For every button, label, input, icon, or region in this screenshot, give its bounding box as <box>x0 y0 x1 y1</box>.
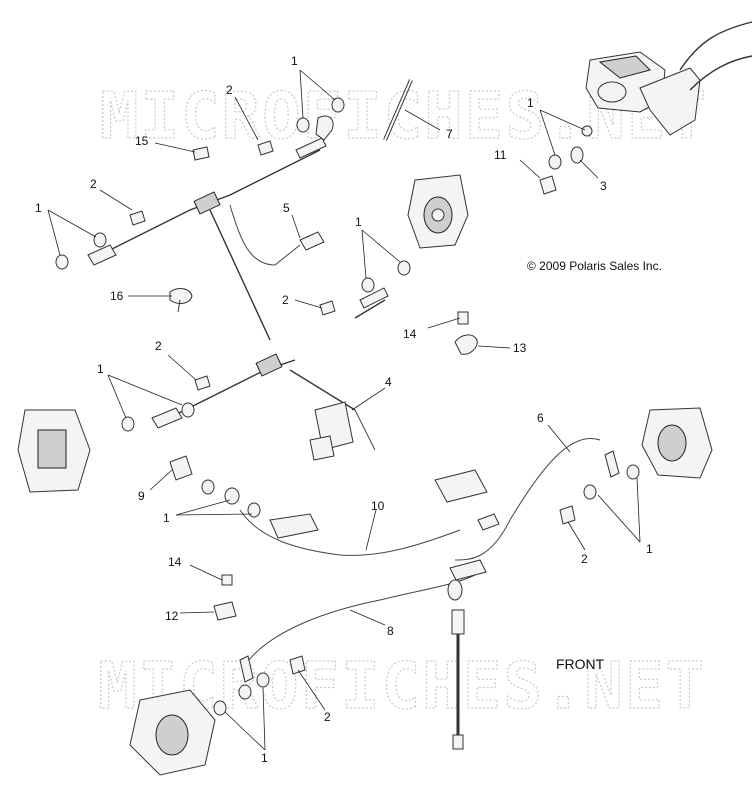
proportioning-valve-4 <box>309 401 376 461</box>
callout-2-e: 2 <box>581 552 588 566</box>
callout-2-d: 2 <box>155 339 162 353</box>
callout-9: 9 <box>138 489 145 503</box>
callout-10: 10 <box>371 499 385 513</box>
upper-brake-harness <box>55 97 345 341</box>
callout-15: 15 <box>135 134 149 148</box>
clamp-13 <box>454 311 478 355</box>
brake-hose-8 <box>213 559 487 716</box>
front-direction-label: FRONT <box>556 656 605 672</box>
callout-3: 3 <box>600 179 607 193</box>
callout-2-f: 2 <box>324 710 331 724</box>
callout-2-c: 2 <box>282 293 289 307</box>
callout-4: 4 <box>385 375 392 389</box>
brake-hose-6 <box>454 438 640 561</box>
callout-5: 5 <box>283 201 290 215</box>
callout-1-f: 1 <box>163 511 170 525</box>
callout-11: 11 <box>494 148 507 162</box>
callout-7: 7 <box>446 127 453 141</box>
callout-1-g: 1 <box>646 542 653 556</box>
banjo-bolt-11 <box>539 125 593 195</box>
callout-2-a: 2 <box>226 83 233 97</box>
brake-line-10 <box>239 469 500 556</box>
callout-1-d: 1 <box>355 215 362 229</box>
bleeder-9 <box>169 455 261 518</box>
callout-1-e: 1 <box>97 362 104 376</box>
brake-rod <box>451 609 465 750</box>
callout-1-c: 1 <box>527 96 534 110</box>
screw-14-lower <box>221 574 233 586</box>
master-cylinder <box>585 21 753 136</box>
callout-2-b: 2 <box>90 177 97 191</box>
brake-line-right-upper <box>319 260 411 319</box>
clip-16 <box>169 288 193 313</box>
caliper-rear-right <box>641 407 713 479</box>
callout-8: 8 <box>387 624 394 638</box>
callout-1-a: 1 <box>291 54 298 68</box>
callout-1-h: 1 <box>261 751 268 765</box>
callout-6: 6 <box>537 411 544 425</box>
callout-16: 16 <box>110 289 124 303</box>
leader-lines <box>47 69 641 751</box>
caliper-rear-left <box>129 689 216 776</box>
callout-14-b: 14 <box>168 555 182 569</box>
callout-13: 13 <box>513 341 527 355</box>
lower-brake-harness <box>121 353 356 432</box>
brake-line-7 <box>383 79 413 141</box>
callout-12: 12 <box>165 609 179 623</box>
caliper-left <box>17 409 91 493</box>
clip-12 <box>213 601 237 621</box>
callout-14-a: 14 <box>403 327 417 341</box>
caliper-front-right <box>407 174 469 249</box>
copyright-text: © 2009 Polaris Sales Inc. <box>527 259 662 273</box>
brake-hose-5 <box>229 204 325 266</box>
callout-1-b: 1 <box>35 201 42 215</box>
